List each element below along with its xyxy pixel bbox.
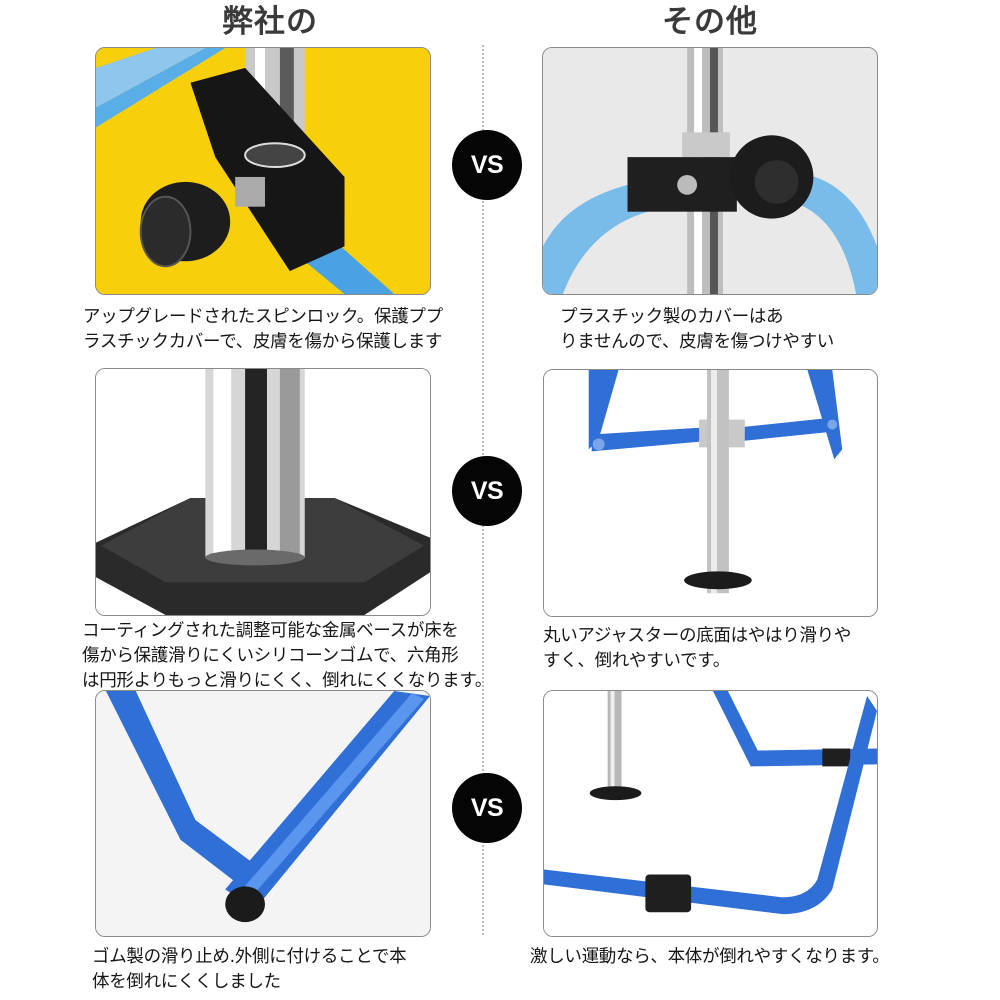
our-spin-lock-image — [95, 47, 431, 295]
other-round-base-caption: 丸いアジャスターの底面はやはり滑りや すく、倒れやすいです。 — [543, 626, 852, 671]
vs-badge-3: VS — [452, 773, 522, 843]
our-product-title: 弊社の — [222, 4, 318, 40]
other-rubber-sleeve-image — [543, 690, 878, 937]
our-spin-lock-caption: アップグレードされたスピンロック。保護ププ ラスチックカバーで、皮膚を傷から保護… — [83, 307, 443, 352]
vs-badge-2: VS — [452, 456, 522, 526]
our-hex-base-caption: コーティングされた調整可能な金属ベースが床を 傷から保護滑りにくいシリコーンゴム… — [82, 621, 492, 691]
our-rubber-foot-image — [95, 690, 431, 937]
other-clamp-image — [542, 47, 878, 295]
our-hex-base-image — [95, 368, 431, 616]
other-product-title: その他 — [662, 4, 758, 40]
our-rubber-foot-caption: ゴム製の滑り止め.外側に付けることで本 体を倒れにくくしました — [92, 947, 407, 992]
other-rubber-sleeve-caption: 激しい運動なら、本体が倒れやすくなります。 — [530, 947, 890, 967]
other-clamp-caption: プラスチック製のカバーはあ りませんので、皮膚を傷つけやすい — [560, 307, 834, 352]
other-round-base-image — [543, 369, 878, 617]
vs-badge-1: VS — [452, 130, 522, 200]
